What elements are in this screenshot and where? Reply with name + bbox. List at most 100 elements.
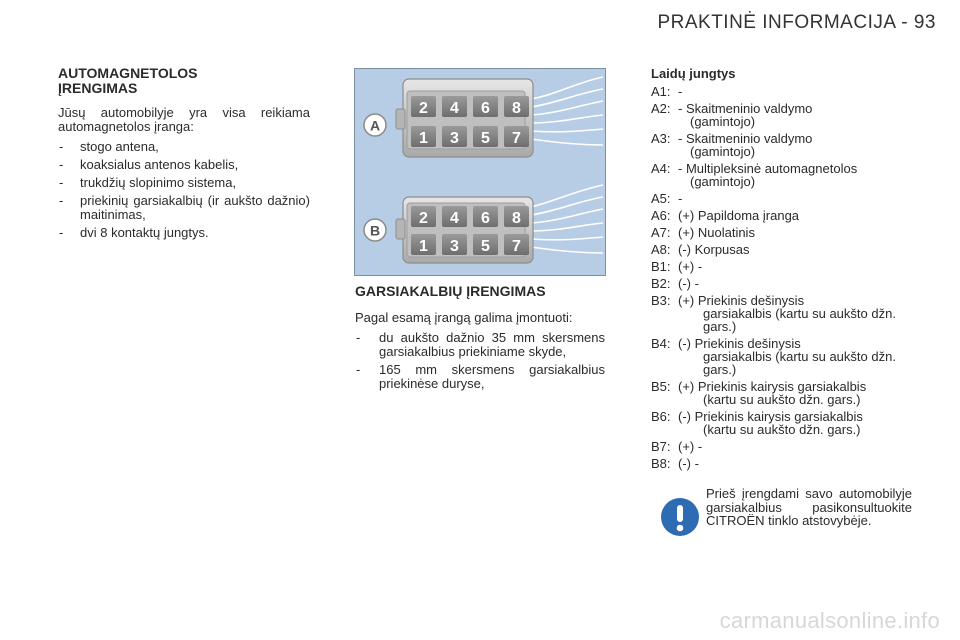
wiring-description: (+) Papildoma įranga bbox=[678, 208, 800, 223]
pin-label: 7 bbox=[512, 238, 521, 255]
wiring-title: Laidų jungtys bbox=[651, 66, 736, 81]
wiring-code: A8: bbox=[651, 242, 671, 257]
wiring-row: A8: (-) Korpusas bbox=[651, 243, 909, 256]
wiring-description-continued: (gamintojo) bbox=[690, 174, 756, 189]
list-item: koaksialus antenos kabelis, bbox=[58, 158, 310, 173]
wiring-section: Laidų jungtys A1:-A2:- Skaitmeninio vald… bbox=[651, 66, 909, 474]
list-item: priekinių garsiakalbių (ir aukšto dažnio… bbox=[58, 194, 310, 222]
radio-equipment-list: stogo antena, koaksialus antenos kabelis… bbox=[58, 140, 310, 241]
list-item: trukdžių slopinimo sistema, bbox=[58, 176, 310, 191]
wiring-row: B6:(-) Priekinis kairysis garsiakalbis(k… bbox=[651, 410, 909, 436]
wiring-description: - Skaitmeninio valdymo bbox=[678, 101, 813, 116]
wiring-code: A5: bbox=[651, 191, 671, 206]
connector-a-label: A bbox=[370, 118, 380, 134]
wiring-code: A2: bbox=[651, 101, 671, 116]
list-item: du aukšto dažnio 35 mm skersmens garsiak… bbox=[355, 331, 605, 359]
wiring-code: A4: bbox=[651, 161, 671, 176]
connector-b-label: B bbox=[370, 223, 380, 239]
connector-a-wires bbox=[530, 76, 604, 146]
pin-label: 8 bbox=[512, 210, 521, 227]
wiring-description: - bbox=[678, 84, 683, 99]
wiring-description-continued: (kartu su aukšto džn. gars.) bbox=[703, 392, 861, 407]
pin-label: 8 bbox=[512, 100, 521, 117]
wiring-code: B8: bbox=[651, 456, 671, 471]
wiring-description-continued: (gamintojo) bbox=[690, 144, 756, 159]
wiring-description: - Multipleksinė automagnetolos bbox=[678, 161, 858, 176]
wiring-description: (-) Priekinis dešinysis bbox=[678, 336, 801, 351]
warning-note-text: Prieš įrengdami savo automobilyje garsia… bbox=[706, 486, 912, 528]
wiring-row: B2: (-) - bbox=[651, 277, 909, 290]
wiring-description: (+) - bbox=[678, 439, 703, 454]
pin-label: 3 bbox=[450, 238, 459, 255]
wiring-description-continued: (gamintojo) bbox=[690, 114, 756, 129]
wiring-description-continued: garsiakalbis (kartu su aukšto džn. gars.… bbox=[703, 349, 896, 377]
speaker-installation-title: GARSIAKALBIŲ ĮRENGIMAS bbox=[355, 283, 546, 299]
pin-label: 2 bbox=[419, 100, 428, 117]
wiring-row: B7: (+) - bbox=[651, 440, 909, 453]
connector-b-wires bbox=[530, 184, 604, 254]
wiring-code: B5: bbox=[651, 379, 671, 394]
wiring-row: A4: - Multipleksinė automagnetolos(gamint… bbox=[651, 162, 909, 188]
connector-diagram: 2 4 6 8 1 3 5 7 A bbox=[354, 68, 606, 276]
wiring-description: - Skaitmeninio valdymo bbox=[678, 131, 813, 146]
wiring-row: A1:- bbox=[651, 85, 909, 98]
pin-label: 5 bbox=[481, 130, 490, 147]
list-item: 165 mm skersmens garsiakalbius priekinės… bbox=[355, 363, 605, 391]
pin-label: 6 bbox=[481, 100, 490, 117]
radio-installation-intro: Jūsų automobilyje yra visa reikiama auto… bbox=[58, 105, 310, 134]
wiring-description: (+) Priekinis kairysis garsiakalbis bbox=[678, 379, 867, 394]
pin-label: 7 bbox=[512, 130, 521, 147]
wiring-code: B2: bbox=[651, 276, 671, 291]
exclamation-icon bbox=[661, 498, 699, 536]
wiring-description: (+) - bbox=[678, 259, 703, 274]
wiring-description: - bbox=[678, 191, 683, 206]
wiring-description-continued: garsiakalbis (kartu su aukšto džn. gars.… bbox=[703, 306, 896, 334]
wiring-list: A1:-A2:- Skaitmeninio valdymo(gamintojo)… bbox=[651, 85, 909, 470]
connector-b-pins bbox=[411, 206, 529, 255]
radio-installation-section: AUTOMAGNETOLOS ĮRENGIMAS Jūsų automobily… bbox=[58, 66, 310, 244]
wiring-code: A3: bbox=[651, 131, 671, 146]
connector-a: 2 4 6 8 1 3 5 7 A bbox=[363, 76, 604, 158]
wiring-row: A2: - Skaitmeninio valdymo(gamintojo) bbox=[651, 102, 909, 128]
connector-b: 2 4 6 8 1 3 5 7 B bbox=[363, 184, 604, 264]
wiring-row: A7: (+) Nuolatinis bbox=[651, 226, 909, 239]
wiring-row: B5: (+) Priekinis kairysis garsiakalbis(k… bbox=[651, 380, 909, 406]
wiring-description: (+) Nuolatinis bbox=[678, 225, 755, 240]
pin-label: 3 bbox=[450, 130, 459, 147]
wiring-row: B8: (-) - bbox=[651, 457, 909, 470]
pin-label: 4 bbox=[450, 100, 459, 117]
list-item: stogo antena, bbox=[58, 140, 310, 155]
pin-label: 5 bbox=[481, 238, 490, 255]
wiring-row: A6: (+) Papildoma įranga bbox=[651, 209, 909, 222]
connector-a-pins bbox=[411, 96, 529, 147]
wiring-description: (-) Priekinis kairysis garsiakalbis bbox=[678, 409, 863, 424]
pin-label: 2 bbox=[419, 210, 428, 227]
wiring-code: B1: bbox=[651, 259, 671, 274]
watermark: carmanualsonline.info bbox=[719, 608, 940, 633]
wiring-code: A1: bbox=[651, 84, 671, 99]
wiring-code: A6: bbox=[651, 208, 671, 223]
page-title: PRAKTINĖ INFORMACIJA - 93 bbox=[657, 12, 936, 33]
wiring-code: B3: bbox=[651, 293, 671, 308]
wiring-code: A7: bbox=[651, 225, 671, 240]
speaker-options-list: du aukšto dažnio 35 mm skersmens garsiak… bbox=[355, 331, 605, 391]
radio-installation-title-line1: AUTOMAGNETOLOS bbox=[58, 65, 198, 81]
wiring-code: B4: bbox=[651, 336, 671, 351]
wiring-description-continued: (kartu su aukšto džn. gars.) bbox=[703, 422, 861, 437]
pin-label: 4 bbox=[450, 210, 459, 227]
wiring-row: B1: (+) - bbox=[651, 260, 909, 273]
wiring-code: B7: bbox=[651, 439, 671, 454]
pin-label: 6 bbox=[481, 210, 490, 227]
wiring-description: (-) Korpusas bbox=[678, 242, 750, 257]
speaker-installation-intro: Pagal esamą įrangą galima įmontuoti: bbox=[355, 310, 573, 325]
wiring-row: A5:- bbox=[651, 192, 909, 205]
wiring-description: (-) - bbox=[678, 276, 699, 291]
wiring-description: (-) - bbox=[678, 456, 699, 471]
pin-label: 1 bbox=[419, 130, 428, 147]
pin-label: 1 bbox=[419, 238, 428, 255]
radio-installation-title-line2: ĮRENGIMAS bbox=[58, 80, 138, 96]
list-item: dvi 8 kontaktų jungtys. bbox=[58, 226, 310, 241]
wiring-description: (+) Priekinis dešinysis bbox=[678, 293, 805, 308]
